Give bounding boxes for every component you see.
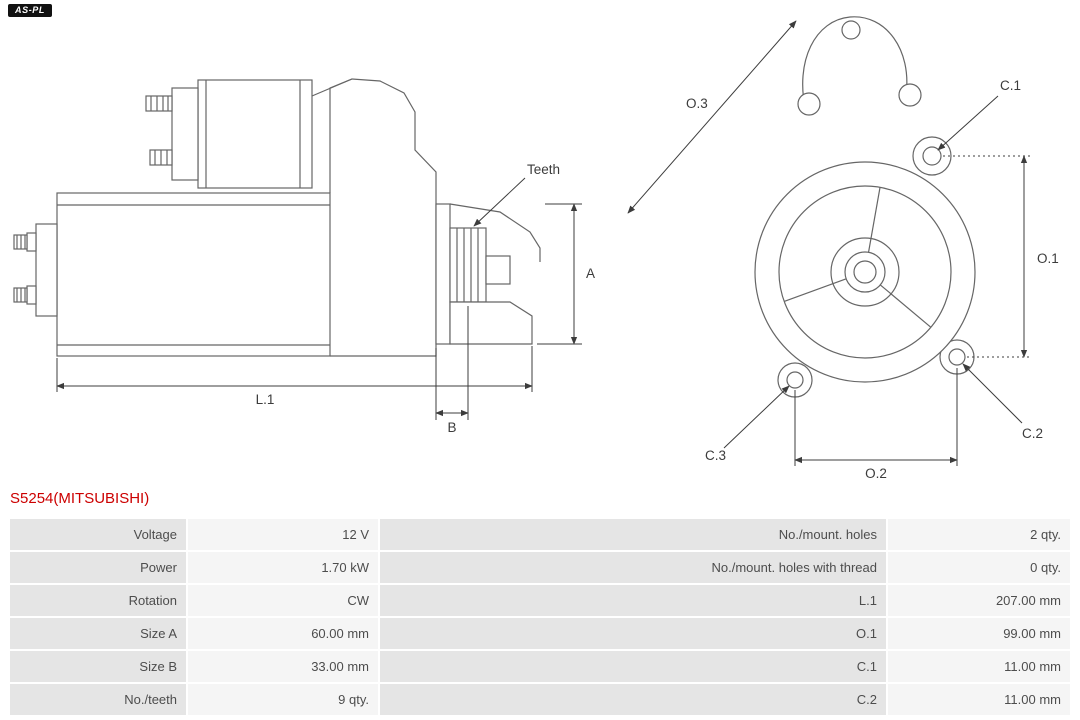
spec-value-cell: 99.00 mm [888, 618, 1070, 649]
spec-label-cell: C.2 [380, 684, 886, 715]
spec-value-cell: 11.00 mm [888, 684, 1070, 715]
spec-label-cell: No./mount. holes [380, 519, 886, 550]
spec-value-cell: 60.00 mm [188, 618, 378, 649]
spec-value-cell: 33.00 mm [188, 651, 378, 682]
spec-label-cell: Power [10, 552, 186, 583]
dimension-label-a: A [586, 266, 595, 281]
dimension-label-o3: O.3 [686, 96, 708, 111]
table-row: No./teeth 9 qty. C.2 11.00 mm [10, 684, 1070, 715]
dimension-a [537, 203, 582, 345]
dimension-label-c2: C.2 [1022, 426, 1043, 441]
spec-value-cell: 11.00 mm [888, 651, 1070, 682]
callout-c1 [937, 95, 999, 151]
dimension-label-b: B [447, 420, 456, 435]
dimension-o2 [794, 368, 958, 466]
spec-label-cell: Size A [10, 618, 186, 649]
dimension-o3 [627, 20, 797, 214]
solenoid-stud-icon [145, 95, 173, 166]
dimension-b [435, 306, 469, 420]
dimension-label-c1: C.1 [1000, 78, 1021, 93]
side-view-drawing [13, 78, 541, 357]
front-view-drawing [754, 16, 976, 398]
spec-label-cell: No./teeth [10, 684, 186, 715]
teeth-label: Teeth [527, 162, 560, 177]
spec-label-cell: Voltage [10, 519, 186, 550]
table-row: Size B 33.00 mm C.1 11.00 mm [10, 651, 1070, 682]
spec-value-cell: 2 qty. [888, 519, 1070, 550]
spec-label-cell: Size B [10, 651, 186, 682]
table-row: Rotation CW L.1 207.00 mm [10, 585, 1070, 616]
dimension-l1 [56, 346, 533, 392]
spec-value-cell: 0 qty. [888, 552, 1070, 583]
spec-value-cell: 12 V [188, 519, 378, 550]
spec-value-cell: 9 qty. [188, 684, 378, 715]
spec-value-cell: 1.70 kW [188, 552, 378, 583]
dimension-o1 [943, 155, 1032, 358]
spec-label-cell: O.1 [380, 618, 886, 649]
technical-drawing: L.1 A B Teeth [13, 16, 1059, 481]
table-row: Size A 60.00 mm O.1 99.00 mm [10, 618, 1070, 649]
terminal-stud-icon [13, 234, 28, 303]
dimension-label-c3: C.3 [705, 448, 726, 463]
teeth-callout [473, 177, 526, 227]
spec-value-cell: CW [188, 585, 378, 616]
part-number-title: S5254(MITSUBISHI) [10, 490, 150, 507]
spec-label-cell: L.1 [380, 585, 886, 616]
dimension-label-o2: O.2 [865, 466, 887, 481]
dimension-label-o1: O.1 [1037, 251, 1059, 266]
callout-c3 [723, 385, 790, 449]
spec-label-cell: No./mount. holes with thread [380, 552, 886, 583]
brand-logo: AS-PL [8, 4, 52, 17]
table-row: Power 1.70 kW No./mount. holes with thre… [10, 552, 1070, 583]
spec-table: Voltage 12 V No./mount. holes 2 qty. Pow… [10, 519, 1070, 715]
spec-label-cell: C.1 [380, 651, 886, 682]
spec-label-cell: Rotation [10, 585, 186, 616]
spec-value-cell: 207.00 mm [888, 585, 1070, 616]
dimension-label-l1: L.1 [256, 392, 275, 407]
callout-c2 [962, 363, 1023, 424]
table-row: Voltage 12 V No./mount. holes 2 qty. [10, 519, 1070, 550]
